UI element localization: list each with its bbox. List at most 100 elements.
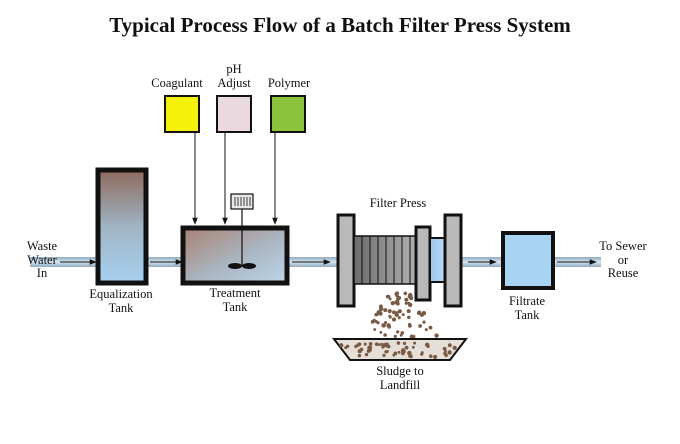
svg-text:Tank: Tank [109,301,135,315]
sludge-particle [443,349,447,353]
sludge-particle [399,333,403,337]
falling-sludge [370,291,439,339]
sludge-particle [407,315,411,320]
ph-adjust-tank [216,95,252,133]
sludge-particle [376,310,382,315]
sludge-particle [363,342,367,346]
sludge-particle [390,300,395,306]
sludge-particle [396,330,400,334]
sludge-particle [339,343,344,348]
sludge-particle [421,311,427,316]
sludge-particle [409,296,414,301]
sludge-particle [403,291,408,296]
sludge-particle [402,341,407,346]
sludge-particle [429,354,433,358]
sludge-particle [401,313,405,317]
sludge-particle [386,323,391,328]
filter-press: Filter Press [336,196,463,308]
sludge-particle [382,353,386,358]
sludge-particle [356,343,360,347]
impeller-blade [242,263,256,269]
sludge-particle [417,310,422,315]
sludge-particle [411,345,415,349]
press-tail-plate [443,213,463,308]
sludge-particle [387,309,392,314]
sludge-bin: Sludge to Landfill [331,338,469,392]
polymer-label: Polymer [268,76,311,90]
sludge-particle [397,309,402,314]
svg-text:Sludge to: Sludge to [376,364,424,378]
sludge-particle [383,342,388,348]
svg-text:Water: Water [27,253,57,267]
inlet-label: Waste Water In [27,239,58,280]
sludge-particle [359,347,364,352]
sludge-particle [443,351,447,356]
ph-label-top: pH [226,62,241,76]
sludge-particle [376,321,380,325]
sludge-particle [397,316,401,320]
sludge-particle [383,308,388,313]
diagram-title: Typical Process Flow of a Batch Filter P… [109,13,571,37]
treatment-tank: Treatment Tank [180,193,290,314]
sludge-particle [368,345,373,350]
chemical-feeds: Coagulant pH Adjust Polymer [151,62,311,225]
sludge-particle [384,321,388,325]
mixer-motor [230,193,254,210]
svg-text:Filtrate: Filtrate [509,294,546,308]
sludge-particle [394,300,399,305]
sludge-particle [392,353,396,357]
sludge-particle [388,297,392,301]
press-filtrate-section [429,237,446,283]
sludge-particle [368,341,373,346]
sludge-particle [404,297,409,302]
sludge-particle [406,309,411,314]
sludge-particle [413,341,417,345]
sludge-particle [388,314,392,318]
sludge-particle [378,343,381,347]
sludge-particle [434,333,439,338]
equalization-tank: Equalization Tank [89,167,153,315]
ph-adjust-label: Adjust [217,76,251,90]
sludge-particle [381,323,386,328]
sludge-particle [420,351,424,354]
sludge-particle [387,295,391,299]
svg-text:Landfill: Landfill [380,378,421,392]
svg-text:or: or [618,253,629,267]
sludge-particle [374,342,379,346]
sludge-particle [397,296,402,300]
sludge-particle [400,348,406,353]
sludge-particle [433,354,438,359]
svg-text:Reuse: Reuse [608,266,639,280]
sludge-particle [379,330,383,334]
main-pipe [30,257,601,267]
sludge-particle [384,350,388,354]
press-head-plate [336,213,356,308]
sludge-particle [428,325,433,330]
sludge-particle [345,344,350,349]
sludge-particle [422,320,426,324]
sludge-particle [425,342,430,347]
sludge-particle [373,328,377,331]
svg-text:Waste: Waste [27,239,58,253]
polymer-tank [270,95,306,133]
sludge-particle [383,333,387,337]
follower-plate [414,225,432,302]
sludge-particle [412,335,416,339]
sludge-particle [404,301,408,305]
sludge-particle [391,317,397,322]
filtrate-tank: Filtrate Tank [501,231,555,322]
svg-text:To Sewer: To Sewer [599,239,647,253]
sludge-particle [364,352,369,357]
sludge-particle [447,343,452,348]
outlet-label: To Sewer or Reuse [599,239,647,280]
sludge-particle [392,310,396,315]
svg-text:In: In [37,266,48,280]
svg-text:Tank: Tank [223,300,249,314]
sludge-particle [404,345,409,350]
coagulant-tank [164,95,200,133]
sludge-particle [393,334,397,339]
sludge-particle [357,353,362,358]
sludge-particle [407,322,412,327]
